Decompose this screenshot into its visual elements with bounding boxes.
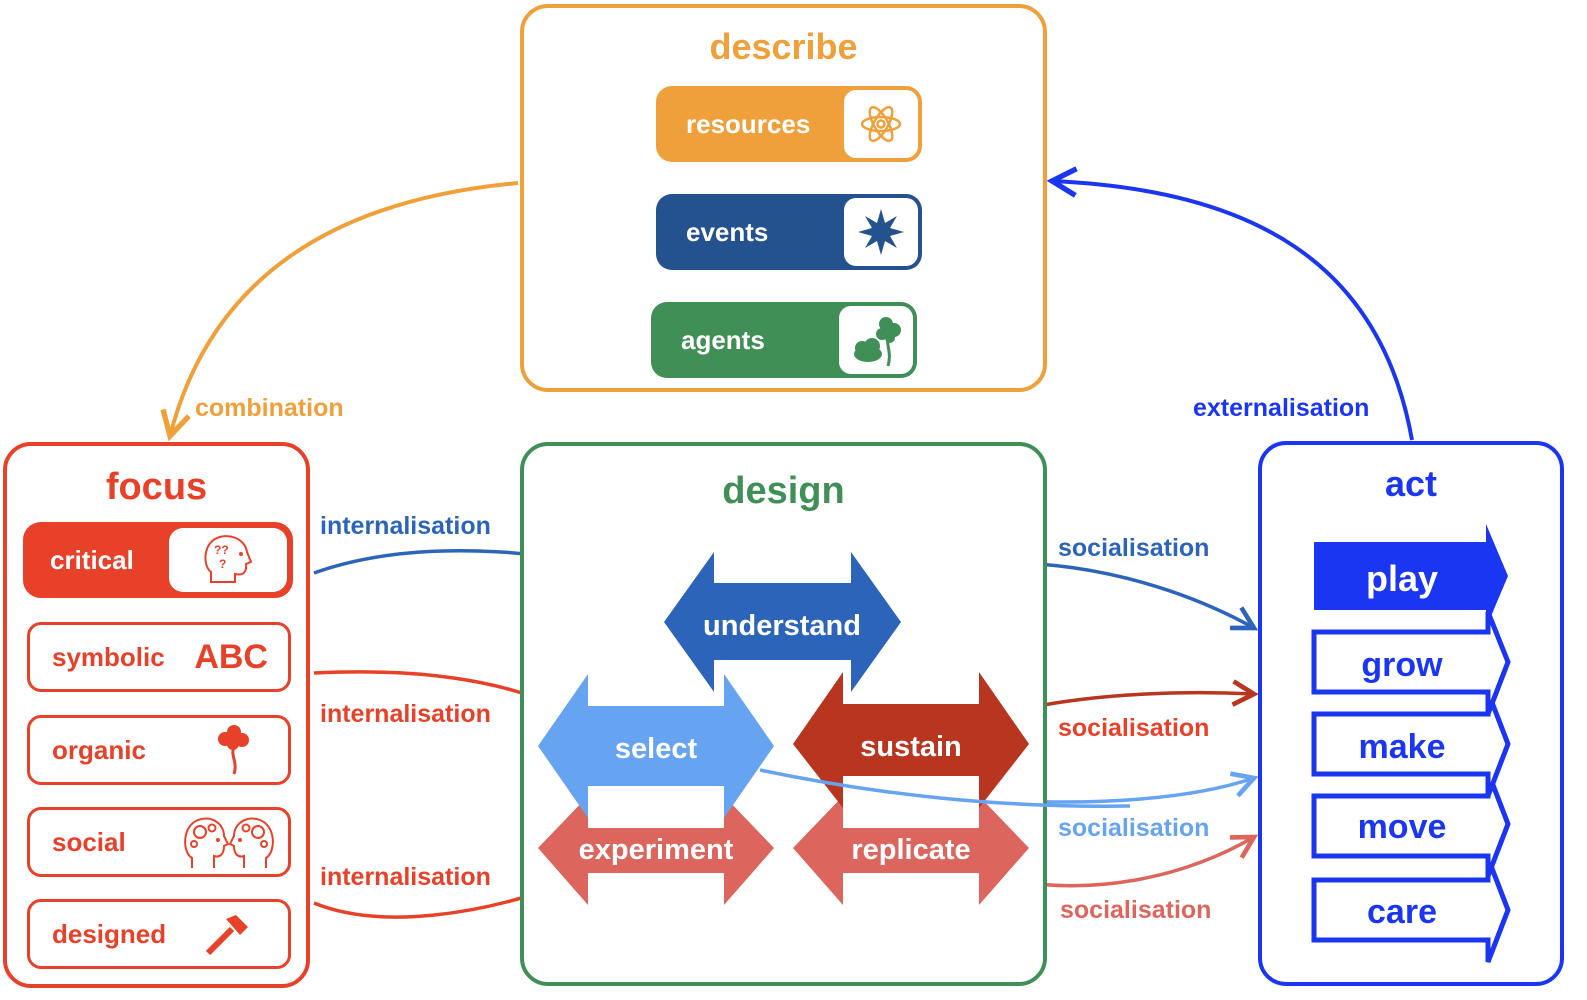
item-label: critical [50, 544, 134, 575]
arrow-understand-label: understand [703, 610, 861, 642]
arrow-replicate-label: replicate [851, 834, 970, 866]
svg-text:??: ?? [214, 543, 229, 557]
item-label: symbolic [52, 641, 165, 672]
act-item-label: care [1367, 893, 1437, 931]
act-item-make[interactable]: make [1311, 691, 1511, 797]
act-item-play[interactable]: play [1314, 524, 1508, 628]
svg-text:?: ? [219, 557, 226, 571]
act-item-label: grow [1361, 646, 1443, 684]
describe-item-events[interactable]: events [656, 194, 922, 270]
act-item-label: play [1366, 558, 1438, 599]
arrow-experiment[interactable]: experiment [538, 796, 774, 905]
abc-icon: ABC [194, 637, 268, 676]
socialisation-label-3: socialisation [1058, 814, 1210, 842]
focus-item-social[interactable]: social [27, 807, 291, 877]
focus-title: focus [105, 466, 208, 508]
describe-item-agents[interactable]: agents [651, 302, 917, 378]
focus-item-symbolic[interactable]: symbolic ABC [27, 622, 291, 692]
pill-label: resources [686, 108, 811, 139]
atom-icon [844, 90, 918, 158]
design-title: design [722, 470, 845, 512]
hammer-icon [204, 902, 250, 966]
socialisation-label-2: socialisation [1058, 714, 1210, 742]
internalisation-label-1: internalisation [320, 512, 491, 540]
focus-item-designed[interactable]: designed [27, 899, 291, 969]
socialisation-label-1: socialisation [1058, 534, 1210, 562]
arrow-select[interactable]: select [538, 674, 774, 818]
socialisation-label-4: socialisation [1060, 896, 1212, 924]
two-heads-gears-icon [178, 810, 280, 874]
arrow-select-label: select [615, 733, 698, 765]
arrow-sustain-label: sustain [860, 731, 962, 763]
cloud-tree-icon [839, 306, 913, 374]
head-question-icon: ??? [169, 528, 287, 592]
act-title: act [1384, 463, 1438, 504]
internalisation-label-3: internalisation [320, 863, 491, 891]
focus-item-organic[interactable]: organic [27, 715, 291, 785]
act-item-label: move [1358, 808, 1447, 846]
externalisation-label: externalisation [1193, 394, 1370, 422]
act-item-label: make [1359, 728, 1446, 766]
describe-item-resources[interactable]: resources [656, 86, 922, 162]
act-item-care[interactable]: care [1311, 857, 1511, 963]
pill-label: events [686, 216, 769, 247]
combination-label: combination [195, 394, 344, 422]
externalisation-arrow [1052, 181, 1414, 441]
item-label: social [52, 826, 126, 857]
item-label: designed [52, 918, 167, 949]
combination-arrow [170, 181, 519, 436]
describe-title: describe [709, 26, 858, 67]
pill-label: agents [681, 324, 765, 355]
tree-icon [216, 718, 252, 782]
arrow-experiment-label: experiment [579, 834, 734, 866]
item-label: organic [52, 734, 146, 765]
act-item-grow[interactable]: grow [1311, 611, 1511, 715]
internalisation-label-2: internalisation [320, 700, 491, 728]
describe-panel: describe resources events agents [520, 4, 1047, 392]
arrow-understand[interactable]: understand [664, 552, 901, 692]
focus-item-critical[interactable]: critical ??? [23, 522, 293, 598]
focus-panel: focus critical ??? symbolic ABC organic … [3, 442, 310, 988]
star-burst-icon [844, 198, 918, 266]
arrow-replicate[interactable]: replicate [793, 796, 1029, 905]
